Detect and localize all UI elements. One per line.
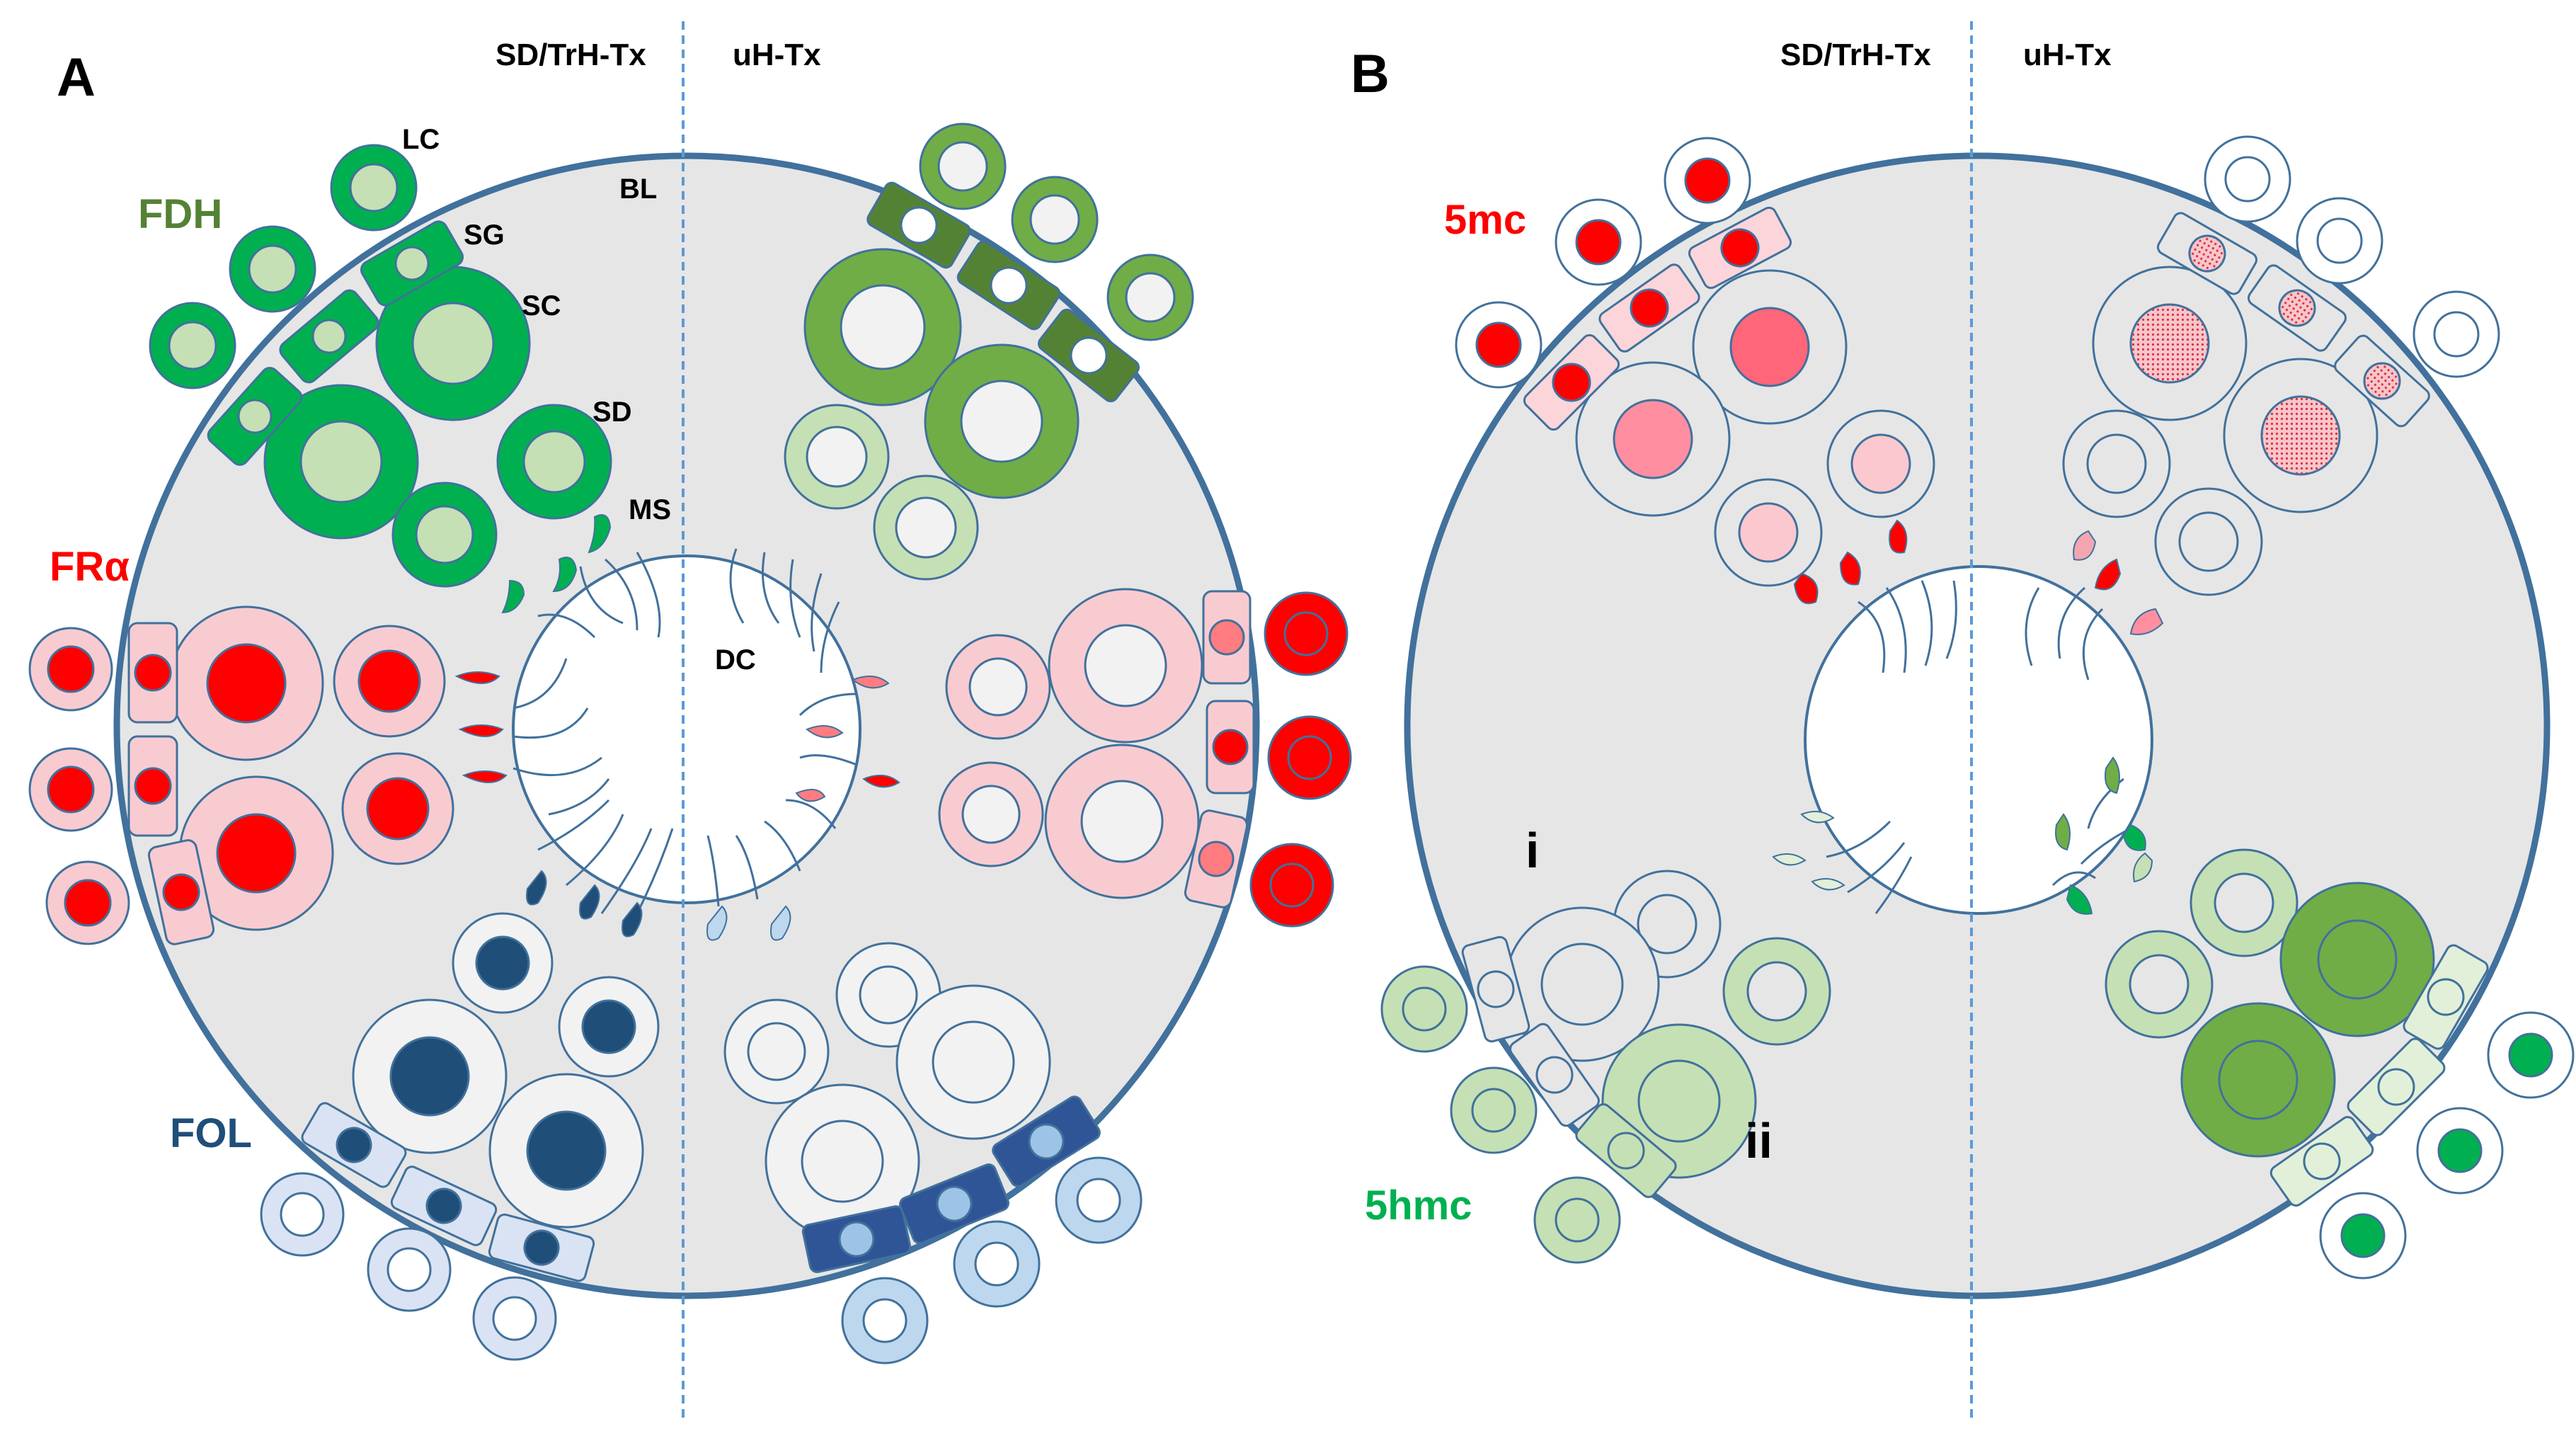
panel-letter-a: A <box>57 47 96 108</box>
panel-a: A SD/TrH-Tx uH-Tx FDH FRα FOL LC SG SC S… <box>28 21 1352 1423</box>
label-ms: MS <box>629 494 671 525</box>
label-dc: DC <box>715 644 756 676</box>
sperm-heads-a <box>454 514 900 941</box>
fol-cells-sd <box>260 912 660 1361</box>
5hmc-cells-uh <box>2105 848 2575 1280</box>
fol-cells-uh <box>723 942 1143 1365</box>
panel-b: B SD/TrH-Tx uH-Tx 5mc 5hmc i ii <box>1351 21 2575 1423</box>
marker-label-fdh: FDH <box>138 191 222 237</box>
marker-label-5hmc: 5hmc <box>1365 1183 1472 1229</box>
annotation-i: i <box>1525 823 1539 878</box>
marker-label-5mc: 5mc <box>1444 197 1526 243</box>
5hmc-cells-sd <box>1380 870 1831 1264</box>
annotation-ii: ii <box>1745 1113 1773 1168</box>
fr-cells-uh <box>938 588 1352 928</box>
panel-letter-b: B <box>1351 44 1390 104</box>
5mc-cells-uh <box>2062 135 2500 596</box>
left-condition-label-b: SD/TrH-Tx <box>1780 38 1931 72</box>
marker-label-fra: FRα <box>50 544 130 590</box>
right-condition-label-b: uH-Tx <box>2023 38 2112 72</box>
label-sd: SD <box>593 397 632 428</box>
label-sg: SG <box>464 220 505 251</box>
fdh-cells-sd <box>149 144 612 588</box>
fr-cells-sd <box>28 605 454 945</box>
label-bl: BL <box>619 173 657 205</box>
label-sc: SC <box>522 290 561 321</box>
left-condition-label-a: SD/TrH-Tx <box>496 38 646 72</box>
marker-label-fol: FOL <box>170 1110 252 1156</box>
lumen-a <box>512 554 861 904</box>
sperm-tails-b <box>1826 580 2131 914</box>
5mc-cells-sd <box>1455 137 1935 587</box>
right-condition-label-a: uH-Tx <box>733 38 821 72</box>
lumen-b <box>1804 565 2153 915</box>
label-lc: LC <box>402 124 440 155</box>
sperm-heads-b <box>1772 519 2164 915</box>
fdh-cells-uh <box>784 123 1194 581</box>
sperm-tails-a <box>513 548 857 914</box>
